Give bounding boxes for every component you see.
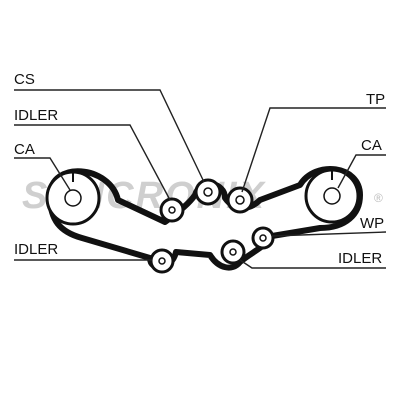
label-idler-bottom-left: IDLER [14, 241, 58, 258]
tensioner-pulley [226, 186, 254, 214]
camshaft-pulley-left [45, 170, 101, 226]
leader-wp [271, 231, 387, 237]
crankshaft-sprocket [194, 178, 222, 206]
label-idler-bottom-right: IDLER [338, 250, 382, 267]
leader-tp [241, 107, 386, 193]
label-ca-left: CA [14, 141, 35, 158]
label-ca-right: CA [361, 137, 382, 154]
leader-cs [14, 89, 205, 183]
leader-ca-right [337, 154, 386, 189]
label-wp: WP [360, 215, 384, 232]
label-idler-top-left: IDLER [14, 107, 58, 124]
leader-idler-top-left [14, 124, 171, 201]
label-cs: CS [14, 71, 35, 88]
camshaft-pulley-right [304, 168, 360, 224]
water-pump-pulley [251, 226, 275, 250]
idler-pulley-bottom-left [149, 248, 175, 274]
idler-pulley-bottom-center [220, 239, 246, 265]
idler-pulley-top-left [159, 197, 185, 223]
label-tp: TP [366, 91, 385, 108]
leader-idler-bottom-right [239, 259, 386, 269]
leader-ca-left [14, 157, 71, 191]
watermark-registered-mark: ® [374, 191, 383, 205]
